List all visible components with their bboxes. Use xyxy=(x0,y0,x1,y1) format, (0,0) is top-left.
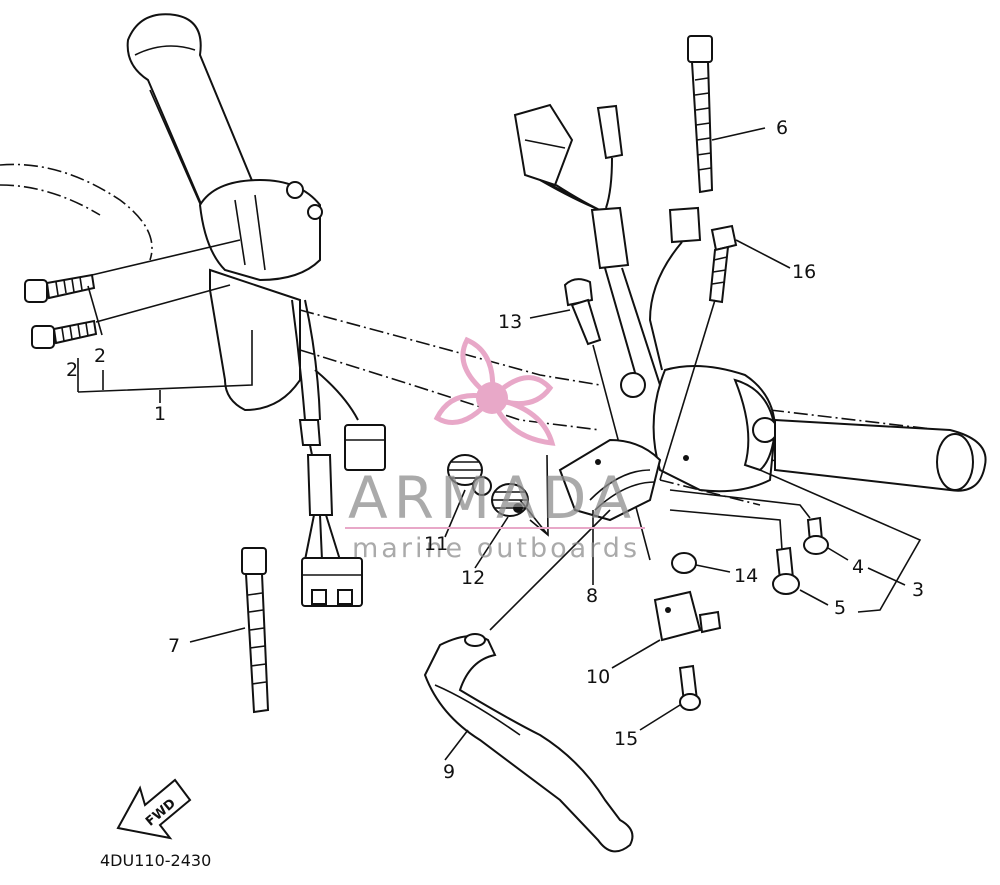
bolt-16 xyxy=(708,224,738,304)
left-handlebar-grip xyxy=(126,13,262,227)
screw-upper xyxy=(24,273,96,303)
callout-2-left: 2 xyxy=(66,359,78,381)
callout-5: 5 xyxy=(834,597,846,619)
cable-tie-lower xyxy=(241,547,270,714)
callout-10: 10 xyxy=(586,666,610,688)
callout-8: 8 xyxy=(586,585,598,607)
bolt-13 xyxy=(563,278,602,346)
callout-16: 16 xyxy=(792,261,816,283)
fwd-arrow-icon: FWD xyxy=(116,778,192,840)
callout-13: 13 xyxy=(498,311,522,333)
watermark-tagline: marine outboards xyxy=(352,533,640,564)
clutch-switch-connectors xyxy=(513,103,702,391)
callout-14: 14 xyxy=(734,565,758,587)
callout-7: 7 xyxy=(168,635,180,657)
callout-11: 11 xyxy=(424,533,448,555)
lever-holder xyxy=(558,438,662,522)
screw-4 xyxy=(803,516,829,555)
propeller-logo-icon xyxy=(433,336,556,446)
callout-9: 9 xyxy=(443,761,455,783)
callout-15: 15 xyxy=(614,728,638,750)
left-connector-large xyxy=(301,557,363,607)
armada-watermark: ARMADA marine outboards xyxy=(345,336,645,564)
callout-2-right: 2 xyxy=(94,345,106,367)
left-connector-small xyxy=(344,424,386,471)
callout-labels: 1 2 2 2 3 4 5 6 7 8 9 10 11 12 13 14 15 … xyxy=(66,117,924,783)
watermark-brand: ARMADA xyxy=(348,464,637,532)
clutch-switch xyxy=(653,590,722,642)
screw-5 xyxy=(772,546,800,595)
callout-4: 4 xyxy=(852,556,864,578)
callout-12: 12 xyxy=(461,567,485,589)
clutch-lever xyxy=(423,633,634,853)
screw-lower xyxy=(31,319,98,349)
callout-3: 3 xyxy=(912,579,924,601)
screw-15 xyxy=(678,664,701,711)
right-handlebar-grip xyxy=(774,418,987,492)
left-switch-housing xyxy=(198,178,323,412)
callout-1: 1 xyxy=(154,403,166,425)
drawing-code: 4DU110-2430 xyxy=(100,851,211,870)
nut-14 xyxy=(671,552,697,574)
right-switch-housing xyxy=(620,365,778,493)
callout-1-bracket xyxy=(77,285,253,403)
adjuster-knob-12 xyxy=(491,483,529,517)
adjuster-knob-11 xyxy=(447,454,492,496)
cable-tie-upper xyxy=(687,35,714,194)
callout-6: 6 xyxy=(776,117,788,139)
left-switch-wiring xyxy=(291,299,359,561)
